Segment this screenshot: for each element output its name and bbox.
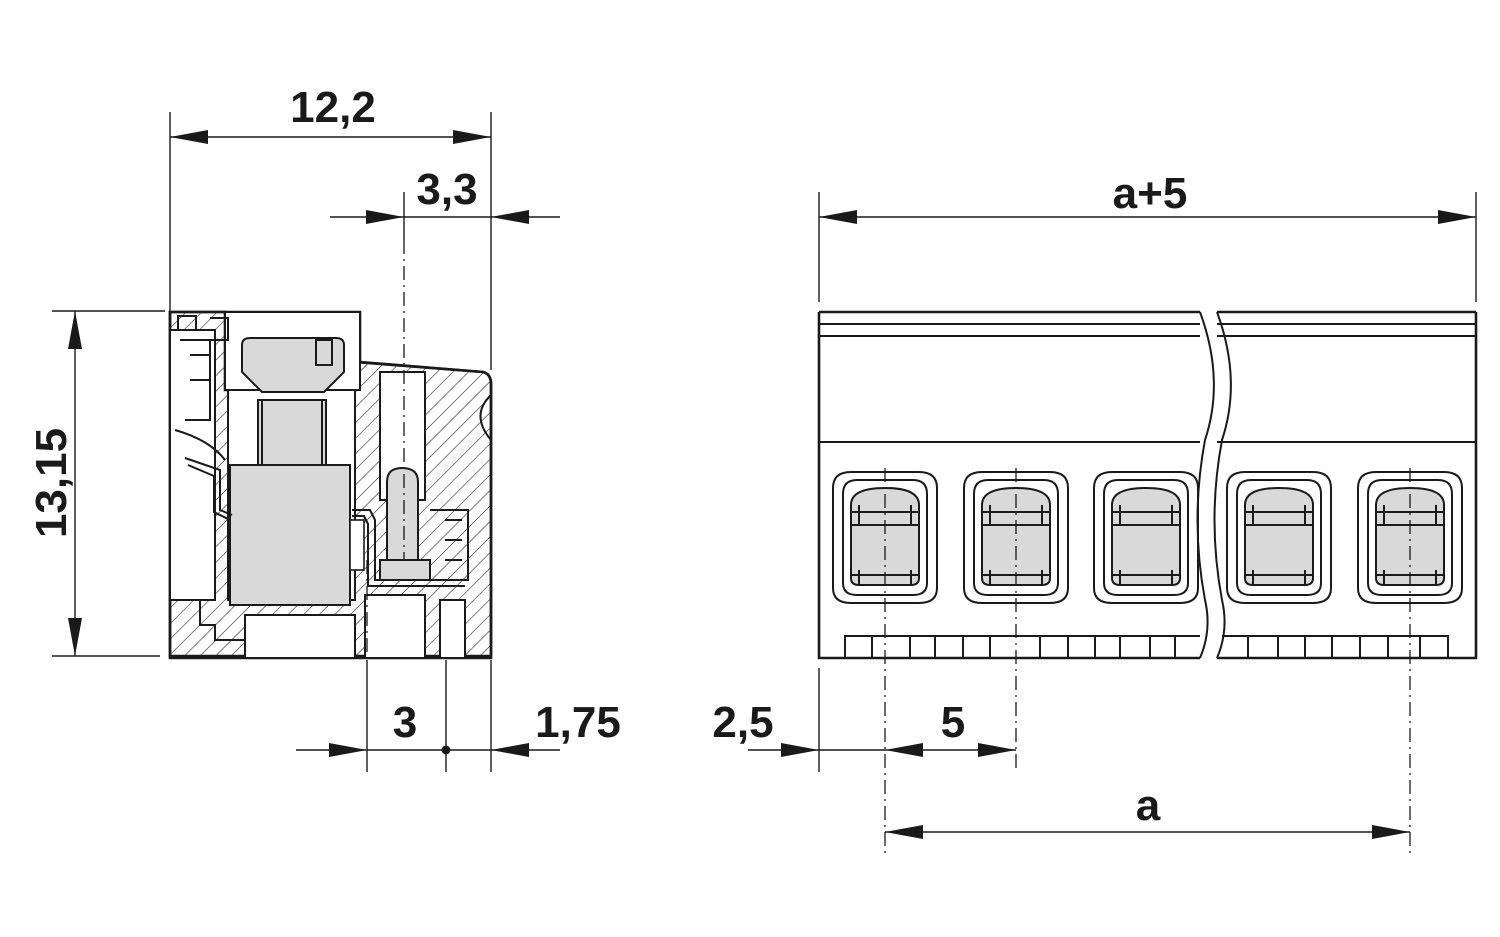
dim-width-total: 12,2 [290, 83, 376, 132]
dim-pitch: 5 [941, 698, 965, 747]
terminal-opening [1357, 471, 1463, 604]
dim-offset-top: 3,3 [416, 165, 477, 214]
dim-height: 13,15 [27, 428, 76, 538]
terminal-opening [963, 471, 1069, 604]
front-view-dimensions [748, 210, 1476, 839]
dim-span: a [1136, 781, 1161, 830]
side-view-dimensions [68, 130, 560, 757]
dim-pitch-small: 3 [393, 698, 417, 747]
terminal-opening [1093, 471, 1199, 604]
dim-length-total: a+5 [1113, 169, 1188, 218]
terminal-opening [1226, 471, 1332, 604]
side-view [52, 112, 493, 772]
bottom-ribs [871, 636, 1421, 658]
dim-offset-left: 2,5 [712, 698, 773, 747]
terminal-opening [832, 471, 938, 604]
front-view [817, 192, 1478, 858]
dim-offset-small: 1,75 [535, 698, 621, 747]
